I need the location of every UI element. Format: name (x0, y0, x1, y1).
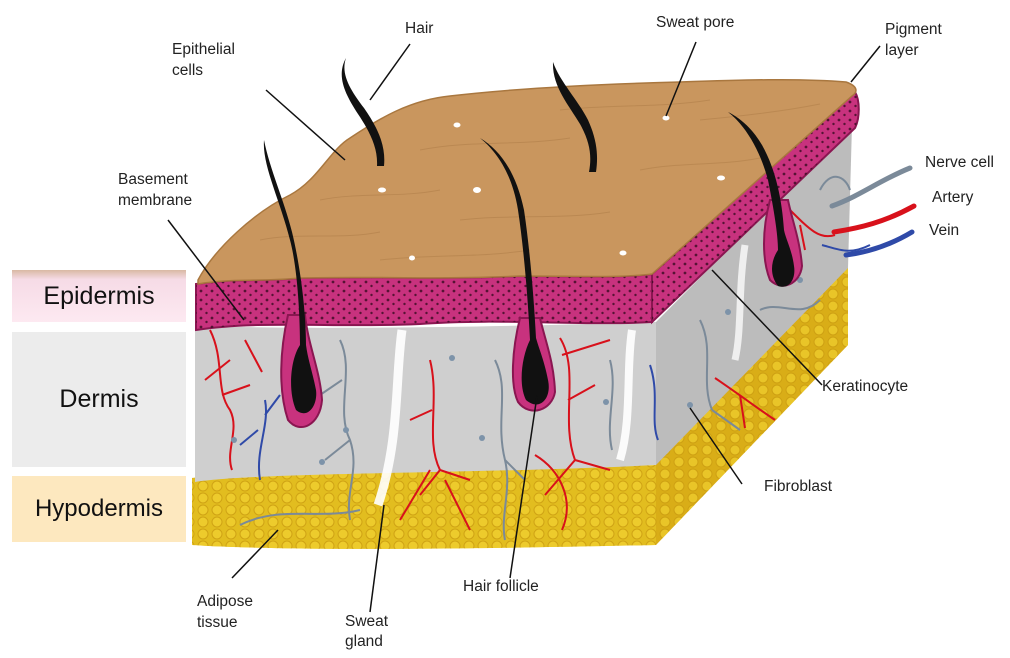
basement-membrane-label: Basement membrane (118, 170, 192, 212)
basement-membrane-label-line1: Basement (118, 170, 192, 191)
leader-hair (370, 44, 410, 100)
vein-line (846, 232, 912, 255)
epidermis-label: Epidermis (12, 270, 186, 322)
artery-label: Artery (932, 188, 973, 209)
sweat-gland-label: Sweat gland (345, 612, 388, 652)
dermis-front (195, 322, 656, 482)
keratinocyte-label: Keratinocyte (822, 377, 908, 398)
leader-pigment-layer (851, 46, 880, 82)
sweat-gland-label-line2: gland (345, 632, 388, 652)
sweat-pore-label: Sweat pore (656, 13, 734, 34)
hypodermis-label: Hypodermis (12, 476, 186, 542)
adipose-tissue-label-line1: Adipose (197, 592, 253, 613)
basement-membrane-label-line2: membrane (118, 191, 192, 212)
epithelial-cells-label-line1: Epithelial (172, 40, 235, 61)
hair-follicle-label: Hair follicle (463, 577, 539, 598)
pigment-layer-label-line1: Pigment (885, 20, 942, 41)
hair-label: Hair (405, 19, 433, 40)
adipose-tissue-label: Adipose tissue (197, 592, 253, 634)
fibroblast-label: Fibroblast (764, 477, 832, 498)
vein-label: Vein (929, 221, 959, 242)
dermis-label: Dermis (12, 332, 186, 467)
pigment-layer-label: Pigment layer (885, 20, 942, 62)
epithelial-cells-label-line2: cells (172, 61, 235, 82)
epidermis-front-texture (196, 274, 652, 330)
nerve-cell-label: Nerve cell (925, 153, 994, 174)
sweat-gland-label-line1: Sweat (345, 612, 388, 632)
pigment-layer-label-line2: layer (885, 41, 942, 62)
adipose-tissue-label-line2: tissue (197, 613, 253, 634)
leader-epithelial-cells (266, 90, 345, 160)
epithelial-cells-label: Epithelial cells (172, 40, 235, 82)
